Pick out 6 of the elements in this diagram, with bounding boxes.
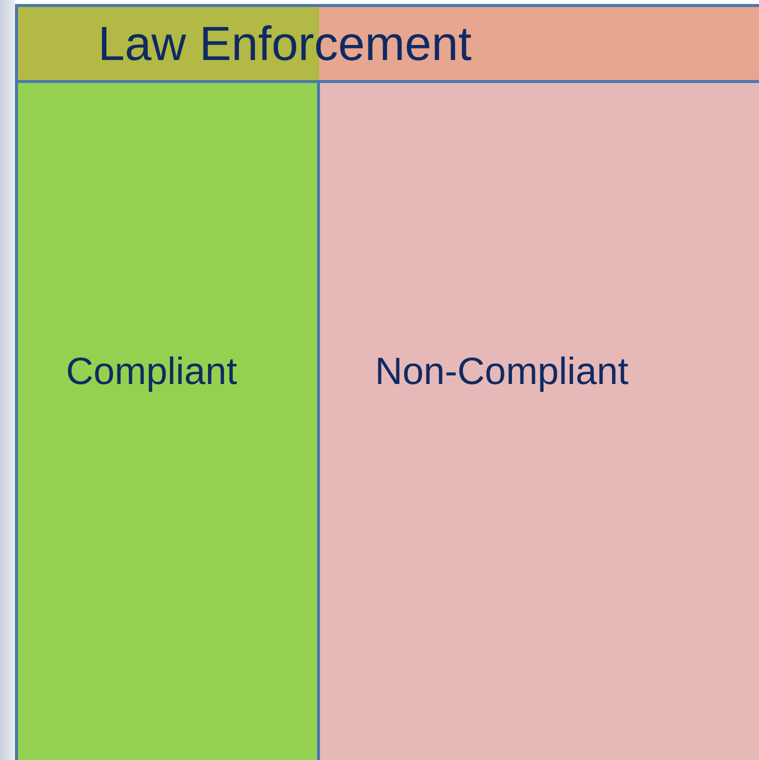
header-band xyxy=(15,4,759,83)
column-label: Compliant xyxy=(66,351,238,394)
column-panel xyxy=(15,80,320,760)
column-label: Non-Compliant xyxy=(375,351,628,394)
header-text: Law Enforcement xyxy=(98,17,472,72)
column-panel xyxy=(317,80,759,760)
